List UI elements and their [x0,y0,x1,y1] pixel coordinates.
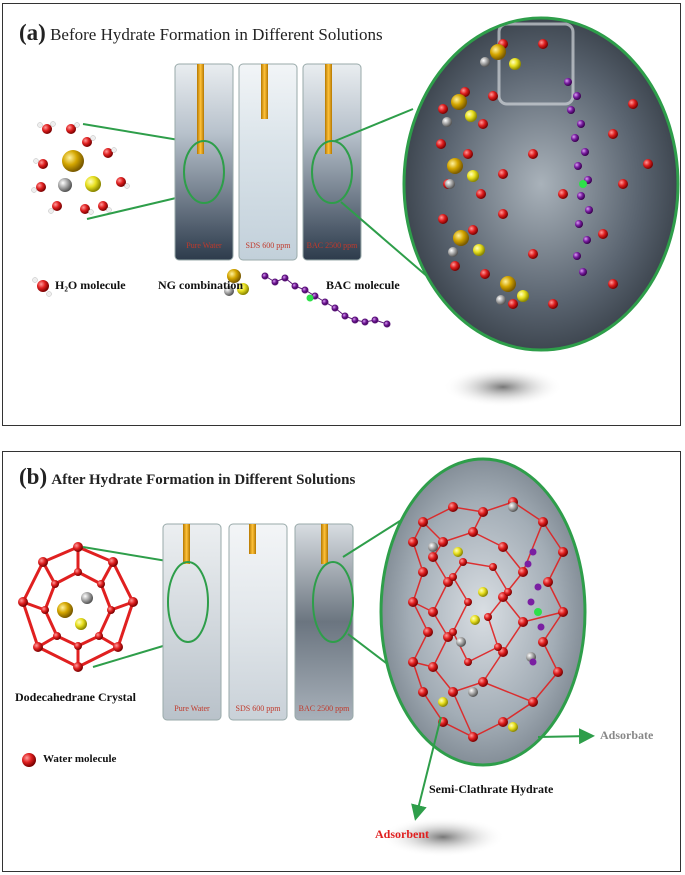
vial-b-sds [228,523,288,721]
panel-a-title: (a) Before Hydrate Formation in Differen… [19,20,383,46]
vial-label-pure-water: Pure Water [186,241,222,250]
adsorbent-arrow [411,716,442,821]
panel-a-illustration [31,16,680,407]
vial-b-label-sds: SDS 600 ppm [235,704,281,713]
vial-b-label-pure-water: Pure Water [174,704,210,713]
zoom-ellipse [312,561,354,643]
zoom-ellipse [311,140,353,204]
vial-bac [302,63,362,261]
vial-b-label-bac: BAC 2500 ppm [298,704,350,713]
vial-label-bac: BAC 2500 ppm [306,241,358,250]
dodecahedrane-crystal-illustration [18,542,138,672]
zoom-view-after [379,457,587,767]
zoom-ellipse [183,140,225,204]
legend-bac-label: BAC molecule [326,278,400,292]
panel-b: (b) After Hydrate Formation in Different… [2,451,681,872]
vial-b-pure-water [162,523,222,721]
panel-a-title-text: Before Hydrate Formation in Different So… [50,25,383,44]
vial-sds [238,63,298,261]
adsorbate-arrow [537,728,595,745]
vial-pure-water [174,63,234,261]
panel-b-letter: (b) [19,464,48,489]
panel-b-title-text: After Hydrate Formation in Different Sol… [51,472,356,488]
legend-bac-icon [261,272,391,328]
vial-b-bac [294,523,354,721]
adsorbate-label: Adsorbate [600,728,654,742]
legend-ng-label: NG combination [158,278,244,292]
semi-clathrate-label: Semi-Clathrate Hydrate [429,782,554,796]
panel-b-title: (b) After Hydrate Formation in Different… [19,464,355,490]
legend-h2o-icon [32,277,52,297]
legend-ng-icon [224,269,249,296]
drop-shadow [443,367,563,407]
water-molecule-label: Water molecule [43,753,117,765]
zoom-view-before [402,16,680,352]
zoom-ellipse [167,561,209,643]
legend-h2o-label: H₂O molecule [55,278,126,292]
panel-a-letter: (a) [19,20,46,45]
adsorbent-label: Adsorbent [375,827,430,841]
water-cluster-illustration [31,121,130,215]
panel-b-illustration [18,457,595,857]
crystal-label: Dodecahedrane Crystal [15,690,136,704]
connector-line [334,108,414,142]
vial-label-sds: SDS 600 ppm [245,241,291,250]
panel-a: (a) Before Hydrate Formation in Differen… [2,3,681,426]
legend-water-molecule-icon [22,753,36,767]
connector-line [82,123,192,143]
drop-shadow [381,817,505,857]
